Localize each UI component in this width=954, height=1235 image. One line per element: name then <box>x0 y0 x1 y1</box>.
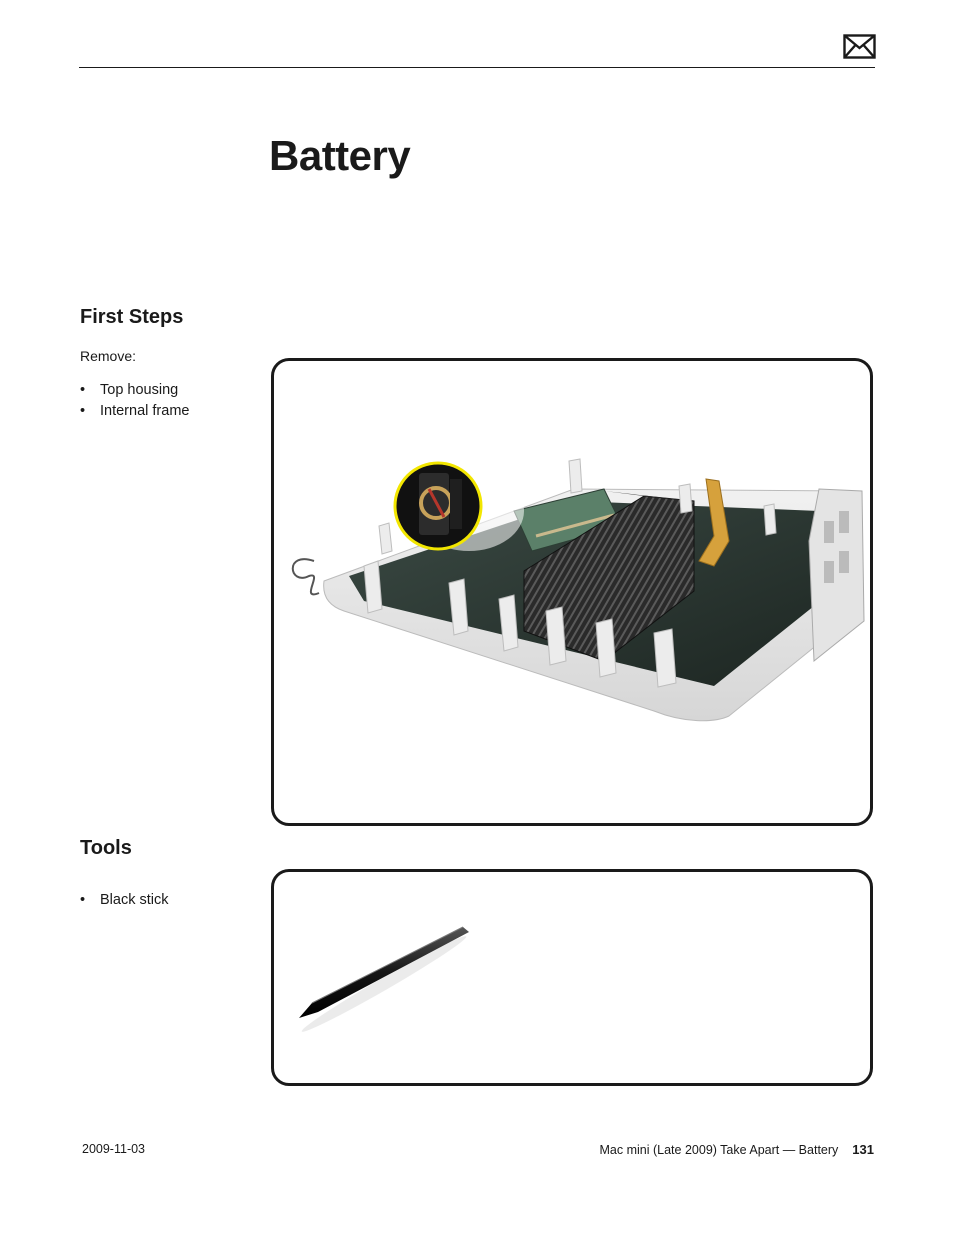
footer-doc-title: Mac mini (Late 2009) Take Apart — Batter… <box>599 1143 839 1157</box>
tools-list: • Black stick <box>80 890 169 911</box>
mac-mini-battery-illustration <box>291 458 865 722</box>
list-item: • Top housing <box>80 380 189 401</box>
list-item: • Black stick <box>80 890 169 911</box>
header-rule <box>79 67 875 68</box>
black-stick-illustration <box>299 926 469 1032</box>
bullet-icon: • <box>80 382 86 398</box>
page-number: 131 <box>852 1142 874 1157</box>
tools-illustration-frame <box>271 869 873 1086</box>
first-steps-heading: First Steps <box>80 306 184 328</box>
tools-heading: Tools <box>80 837 132 859</box>
first-steps-intro: Remove: <box>80 348 137 364</box>
footer-date: 2009-11-03 <box>82 1142 146 1156</box>
bullet-icon: • <box>80 892 86 908</box>
mac-mini-illustration-frame <box>271 358 873 826</box>
first-steps-list: • Top housing • Internal frame <box>80 380 189 422</box>
list-item-text: Top housing <box>100 382 179 398</box>
list-item: • Internal frame <box>80 401 189 422</box>
footer: Mac mini (Late 2009) Take Apart — Batter… <box>600 1142 874 1157</box>
bullet-icon: • <box>80 403 86 419</box>
page-title: Battery <box>269 132 411 179</box>
list-item-text: Black stick <box>100 892 169 908</box>
envelope-icon[interactable] <box>843 34 876 59</box>
list-item-text: Internal frame <box>100 403 190 419</box>
